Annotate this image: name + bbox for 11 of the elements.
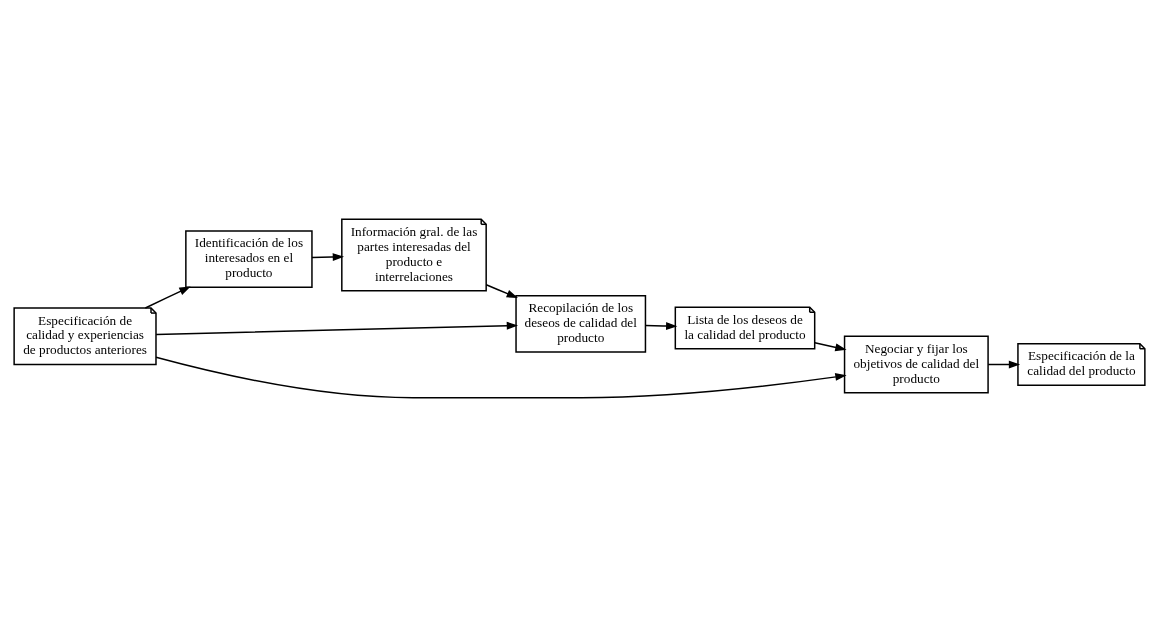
arrow: [144, 286, 191, 309]
arrow: [311, 253, 345, 261]
arrow: [485, 284, 518, 298]
arrow: [155, 321, 519, 336]
arrow: [644, 322, 678, 330]
arrow: [155, 356, 847, 399]
node-box: Negociar y fijar los objetivos de calidad del producto: [843, 335, 989, 394]
node-box: Identificación de los interesados en el producto: [185, 230, 313, 289]
node-box: Recopilación de los deseos de calidad del producto: [515, 294, 647, 353]
arrow: [987, 360, 1021, 369]
arrow: [814, 342, 847, 352]
